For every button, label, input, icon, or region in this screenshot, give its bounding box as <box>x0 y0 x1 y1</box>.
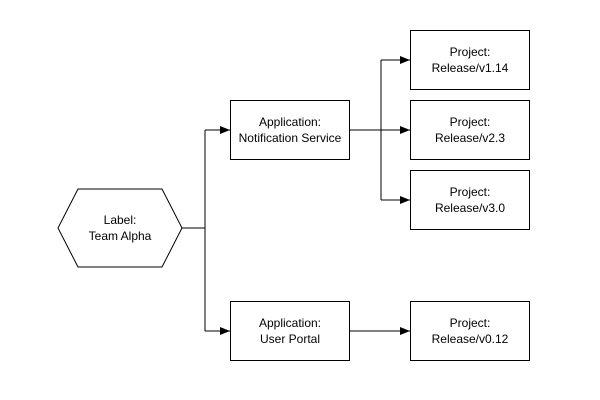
node-label-line: Release/v0.12 <box>431 332 509 346</box>
node-label-line: Label: <box>103 213 137 227</box>
node-project-release-v2-3[interactable]: Project: Release/v2.3 <box>410 100 530 160</box>
edge-team-alpha-trunk <box>182 130 206 331</box>
node-label-line: Project: <box>449 45 491 59</box>
node-label-line: Application: <box>258 115 322 129</box>
node-project-release-v3-0[interactable]: Project: Release/v3.0 <box>410 170 530 230</box>
node-label-line: Project: <box>449 316 491 330</box>
node-label-line: Notification Service <box>238 131 342 145</box>
node-project-release-v0-12[interactable]: Project: Release/v0.12 <box>410 301 530 361</box>
node-label-line: Release/v1.14 <box>431 61 509 75</box>
node-project-release-v1-14[interactable]: Project: Release/v1.14 <box>410 30 530 90</box>
node-label-line: User Portal <box>259 332 321 346</box>
node-label-line: Release/v3.0 <box>434 201 506 215</box>
node-label-line: Project: <box>449 185 491 199</box>
node-label-line: Release/v2.3 <box>434 131 506 145</box>
node-label-line: Team Alpha <box>88 229 152 243</box>
node-application-notification-service[interactable]: Application: Notification Service <box>230 100 350 160</box>
node-label-line: Project: <box>449 115 491 129</box>
node-team-alpha[interactable]: Label: Team Alpha <box>58 189 182 267</box>
node-application-user-portal[interactable]: Application: User Portal <box>230 301 350 361</box>
node-label-line: Application: <box>258 316 322 330</box>
